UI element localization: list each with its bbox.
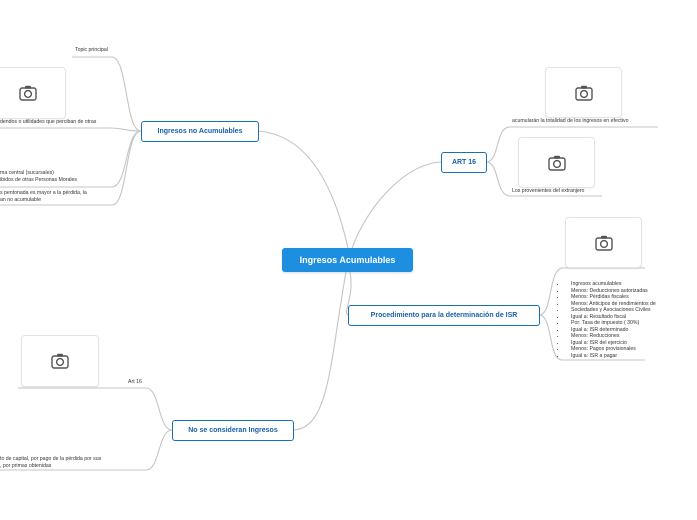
link-provenientes [485, 161, 602, 197]
list-item: Igual a: Resultado fiscal [566, 314, 656, 321]
list-item: Menos: Pérdidas fiscales [566, 294, 656, 301]
list-item: Igual a: ISR a pagar [566, 353, 656, 360]
label-topic-principal: Topic principal [75, 47, 108, 53]
link-list-top [538, 267, 645, 316]
list-item: Menos: Deducciones autorizadas [566, 288, 656, 295]
label-provenientes-extranjero: Los provenientes del extranjero [512, 188, 585, 194]
label-casa-matriz-line2: ibidos de otras Personas Morales [0, 177, 77, 183]
list-item: Sociedades y Asociaciones Civiles [566, 307, 656, 314]
link-no-ingresos [291, 271, 347, 431]
label-acumularan: acumularán la totalidad de los ingresos … [512, 118, 629, 124]
list-item: Igual a: ISR del ejercicio [566, 340, 656, 347]
image-placeholder [0, 67, 66, 119]
image-placeholder [518, 137, 595, 188]
list-item: Igual a: ISR determinado [566, 327, 656, 334]
camera-icon [547, 155, 566, 171]
label-casa-matriz-line1: ma central (sucursales) [0, 170, 54, 176]
camera-icon [19, 85, 37, 101]
link-art16-img [18, 387, 173, 431]
topic-art16[interactable]: ART 16 [441, 152, 487, 173]
link-no-acumulables [257, 130, 349, 249]
link-topic-principal [72, 56, 142, 132]
label-capital-line1: to de capital, por pago de la pérdida po… [0, 456, 102, 462]
topic-ingresos-no-acumulables[interactable]: Ingresos no Acumulables [141, 121, 259, 142]
image-placeholder [565, 217, 642, 268]
isr-procedure-list: Ingresos acumulables Menos: Deducciones … [556, 281, 656, 359]
list-item: Menos: Anticipos de rendimientos de [566, 301, 656, 308]
label-perdida-line1: s pentonada es mayor a la pérdida, la [0, 190, 87, 196]
list-item: Ingresos acumulables [566, 281, 656, 288]
link-capital [0, 429, 173, 471]
label-art16-sub: Art 16 [128, 379, 142, 385]
camera-icon [574, 85, 593, 101]
camera-icon [51, 353, 69, 369]
topic-procedimiento-isr[interactable]: Procedimiento para la determinación de I… [348, 305, 540, 326]
link-list-bottom [538, 314, 645, 361]
list-item: Menos: Reducciones [566, 333, 656, 340]
label-perdida-line2: an no acumulable [0, 197, 41, 203]
central-topic[interactable]: Ingresos Acumulables [282, 248, 413, 272]
image-placeholder [21, 335, 99, 387]
link-dividendos [0, 127, 142, 132]
topic-no-se-consideran-ingresos[interactable]: No se consideran Ingresos [172, 420, 294, 441]
link-acumularan [485, 126, 658, 163]
list-item: Menos: Pagos provisionales [566, 346, 656, 353]
link-art16 [351, 161, 443, 249]
image-placeholder [545, 67, 622, 118]
label-capital-line2: , por primas obtenidas [0, 463, 52, 469]
list-item: Por: Tasa de impuesto ( 30%) [566, 320, 656, 327]
link-perdida [0, 130, 142, 206]
label-dividendos: dendos o utilidades que perciban de otra… [0, 119, 97, 125]
camera-icon [594, 235, 613, 251]
